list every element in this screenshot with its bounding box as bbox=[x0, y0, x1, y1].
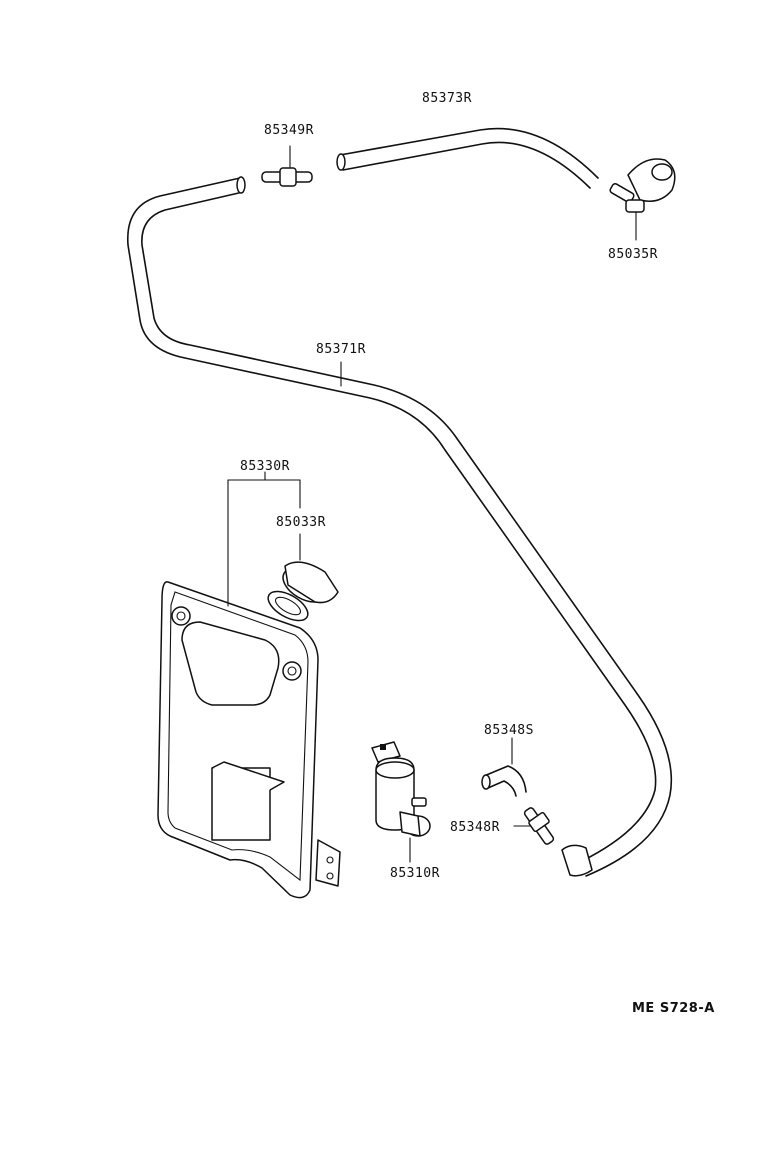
hose-85373r bbox=[336, 127, 599, 189]
reference-code: ME S728-A bbox=[632, 1001, 715, 1016]
label-85349r: 85349R bbox=[264, 123, 314, 138]
hose-85348s bbox=[481, 737, 527, 797]
label-85035r: 85035R bbox=[608, 247, 658, 262]
hose-85371r bbox=[127, 176, 673, 877]
washer-tank-85330r bbox=[157, 581, 341, 899]
label-85310r: 85310R bbox=[390, 866, 440, 881]
nozzle-85035r bbox=[609, 158, 676, 241]
leader-85330r bbox=[227, 471, 301, 607]
label-85033r: 85033R bbox=[276, 515, 326, 530]
joint-85348r bbox=[513, 807, 555, 845]
label-85373r: 85373R bbox=[422, 91, 472, 106]
cap-85033r bbox=[267, 561, 339, 622]
joint-85349r bbox=[261, 145, 313, 187]
label-85348r: 85348R bbox=[450, 820, 500, 835]
label-85330r: 85330R bbox=[240, 459, 290, 474]
pump-85310r bbox=[371, 741, 431, 863]
label-85348s: 85348S bbox=[484, 723, 534, 738]
label-85371r: 85371R bbox=[316, 342, 366, 357]
